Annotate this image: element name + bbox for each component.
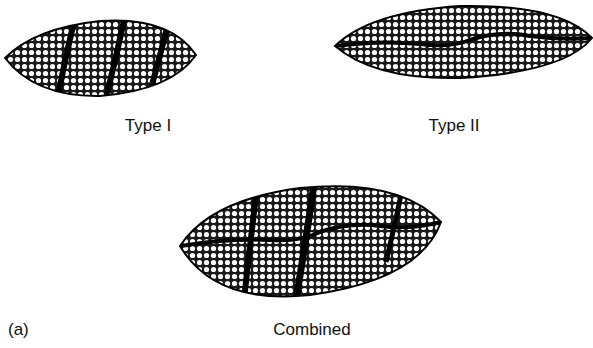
- type-two-specimen: [335, 6, 592, 78]
- specimen-label: Combined: [273, 320, 351, 340]
- specimen-label: Type II: [428, 116, 479, 136]
- panel-label: (a): [8, 320, 29, 340]
- specimen-label: Type I: [125, 116, 171, 136]
- type-one-specimen: [5, 16, 196, 98]
- combined-specimen: [180, 184, 441, 300]
